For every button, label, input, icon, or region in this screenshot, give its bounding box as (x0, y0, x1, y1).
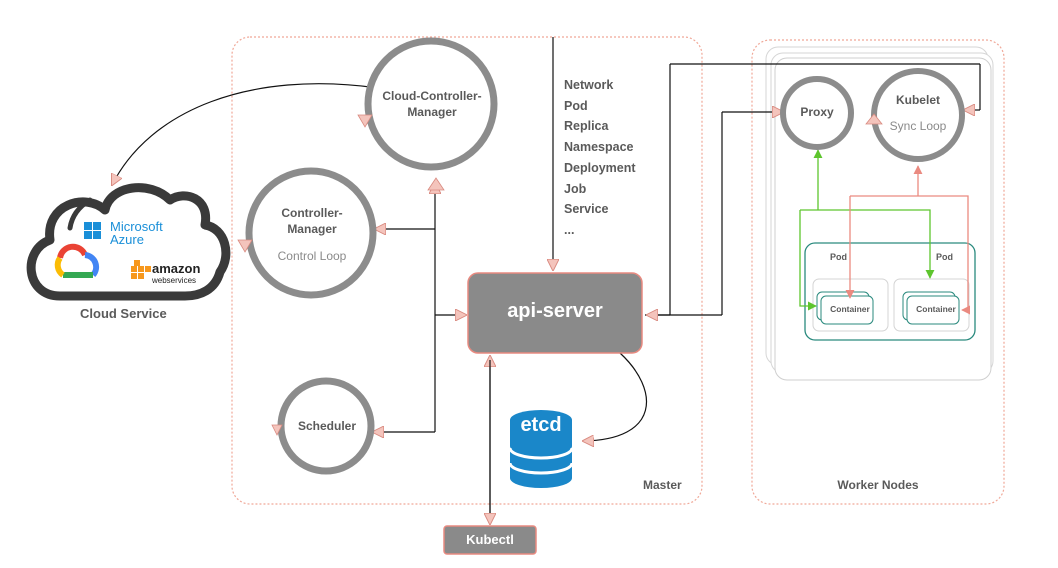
pod-label-right: Pod (936, 252, 953, 262)
kubectl-label: Kubectl (466, 532, 514, 547)
controller-manager-ring (245, 167, 377, 299)
cloud-service-label: Cloud Service (80, 306, 167, 321)
proxy-ring (780, 76, 854, 150)
resource-more: ... (564, 222, 575, 237)
azure-logo-icon (84, 222, 101, 239)
proxy-label: Proxy (800, 105, 834, 119)
kubectl-box (443, 525, 537, 555)
aws-label: amazon webservices (152, 261, 201, 287)
resource-list: Network Pod Replica Namespace Deployment… (564, 75, 636, 241)
etcd-icon (508, 410, 574, 488)
worker-nodes-label: Worker Nodes (837, 478, 919, 492)
controller-manager-label: Controller- Manager (266, 205, 358, 237)
api-server-box (467, 272, 643, 354)
azure-line1: Microsoft (110, 219, 163, 234)
kubelet-ring (871, 68, 965, 162)
api-server-label: api-server (507, 300, 603, 322)
container-label-right: Container (916, 304, 956, 314)
resource-pod: Pod (564, 98, 588, 113)
master-label: Master (643, 478, 682, 492)
pod-label-left: Pod (830, 252, 847, 262)
resource-deployment: Deployment (564, 160, 636, 175)
cloud-controller-line2: Manager (407, 105, 457, 119)
resource-service: Service (564, 202, 609, 217)
container-label-left: Container (830, 304, 870, 314)
aws-logo-icon (131, 260, 151, 279)
resource-namespace: Namespace (564, 140, 634, 155)
cloud-controller-line1: Cloud-Controller- (382, 89, 482, 103)
scheduler-label: Scheduler (297, 419, 357, 433)
resource-network: Network (564, 78, 614, 92)
worker-region (751, 39, 1005, 505)
cloud-controller-ring (364, 37, 498, 171)
aws-line1: amazon (152, 261, 201, 276)
cloud-controller-manager-label: Cloud-Controller- Manager (378, 88, 486, 120)
aws-line2: webservices (152, 276, 197, 285)
controller-manager-line2: Manager (287, 222, 337, 236)
controller-manager-line1: Controller- (281, 206, 343, 220)
etcd-label: etcd (520, 414, 562, 436)
resource-job: Job (564, 181, 587, 196)
azure-label: Microsoft Azure (110, 220, 163, 246)
resource-replica: Replica (564, 119, 609, 134)
azure-line2: Azure (110, 232, 144, 247)
kubelet-label: Kubelet (895, 93, 940, 107)
sync-loop-label: Sync Loop (889, 119, 947, 133)
control-loop-label: Control Loop (277, 249, 347, 263)
master-region (231, 36, 703, 505)
google-cloud-logo-icon (54, 243, 100, 278)
cloud-outline-icon (26, 183, 231, 301)
